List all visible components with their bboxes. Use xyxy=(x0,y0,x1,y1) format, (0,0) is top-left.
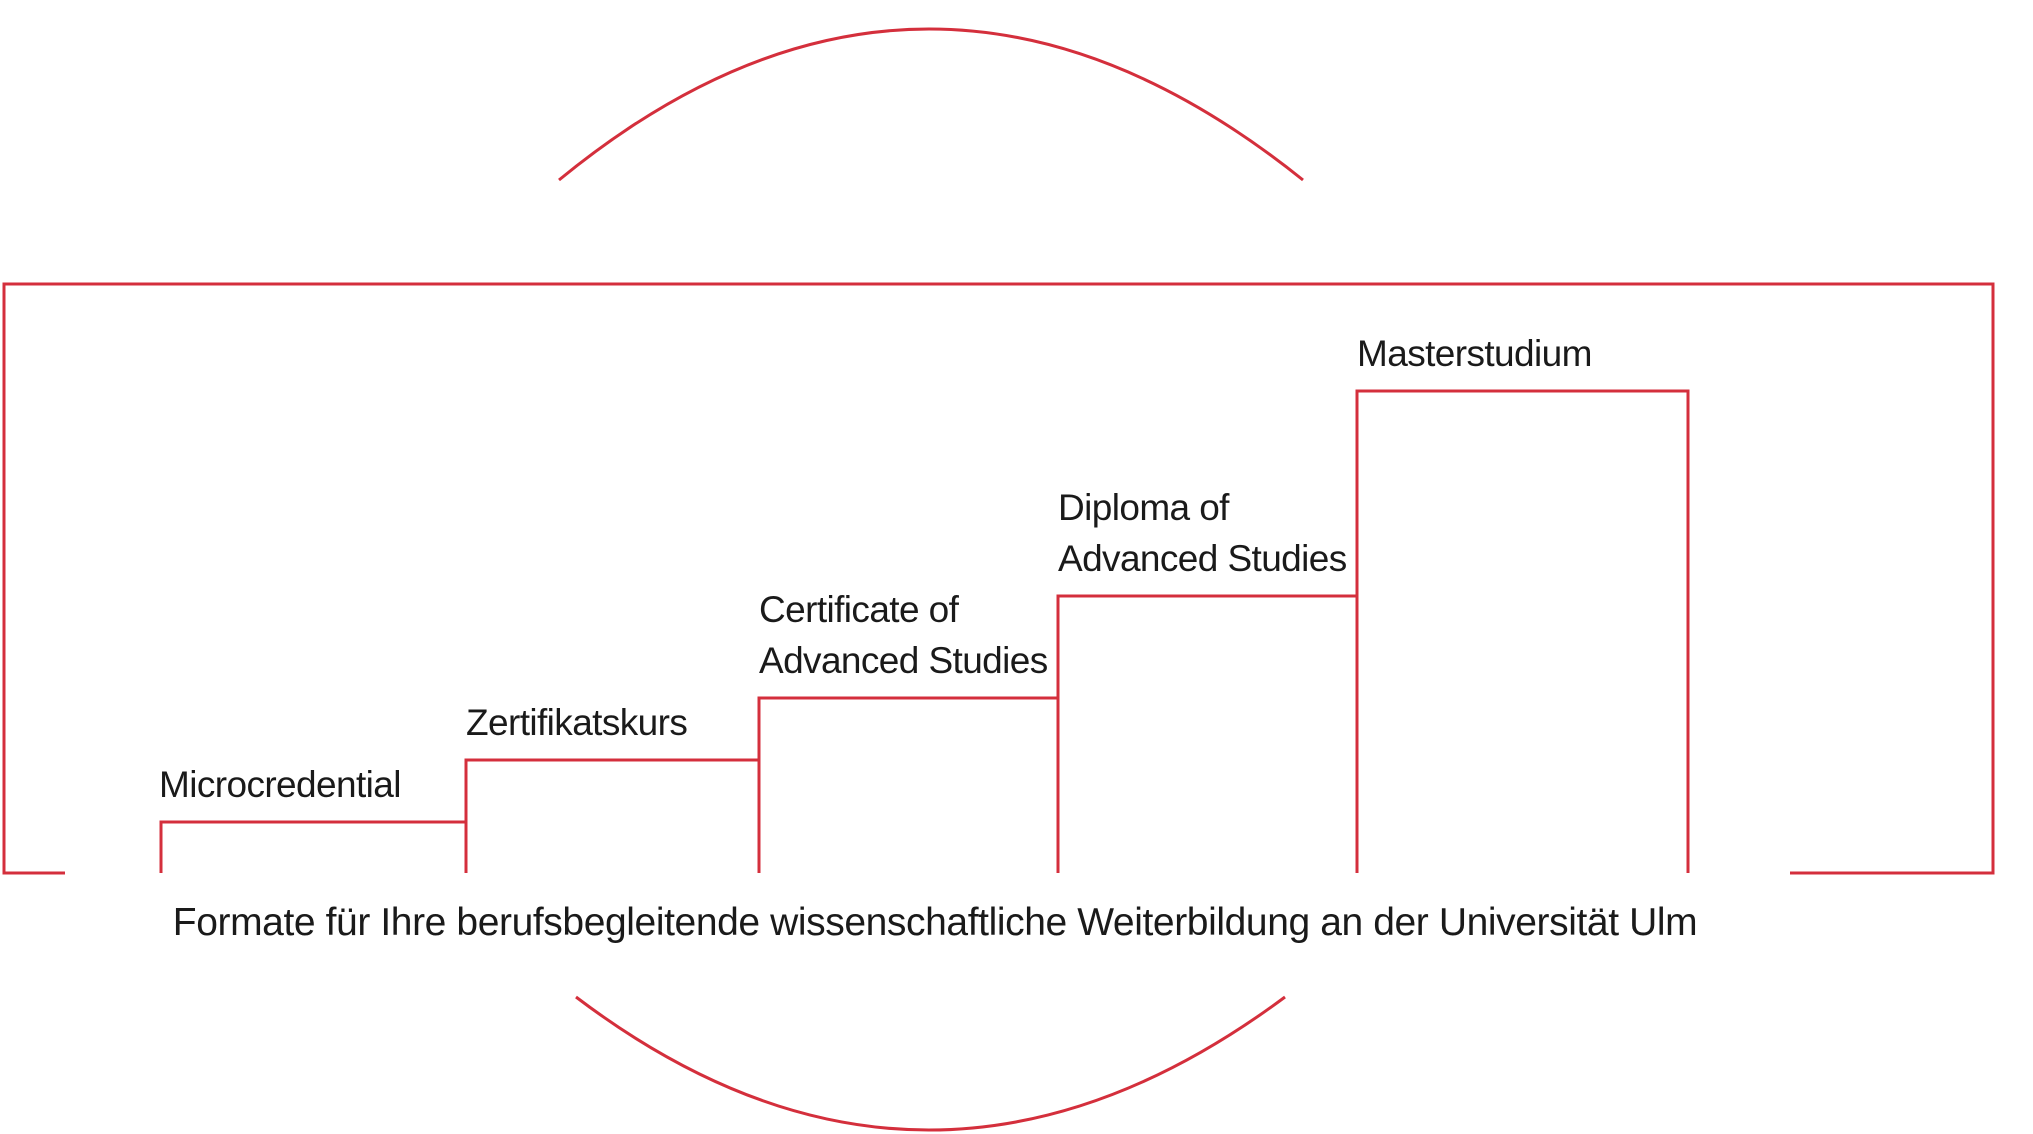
step-diploma xyxy=(1056,594,1359,873)
top-arc xyxy=(558,27,1304,182)
bottom-arc xyxy=(575,995,1286,1132)
step-label-line: Certificate of xyxy=(759,589,959,630)
step-label-diploma: Diploma of Advanced Studies xyxy=(1058,482,1347,584)
step-label-certificate: Certificate of Advanced Studies xyxy=(759,584,1048,686)
step-label-line: Advanced Studies xyxy=(1058,538,1347,579)
step-label-line: Diploma of xyxy=(1058,487,1229,528)
diagram-caption: Formate für Ihre berufsbegleitende wisse… xyxy=(172,901,1698,944)
step-label-line: Microcredential xyxy=(159,764,401,805)
step-label-line: Zertifikatskurs xyxy=(466,702,688,743)
step-microcredential xyxy=(159,820,468,873)
step-zertifikatskurs xyxy=(464,758,761,873)
step-label-microcredential: Microcredential xyxy=(159,759,401,810)
step-label-line: Masterstudium xyxy=(1357,333,1592,374)
step-label-zertifikatskurs: Zertifikatskurs xyxy=(466,697,688,748)
step-label-line: Advanced Studies xyxy=(759,640,1048,681)
frame-left xyxy=(2,282,1995,875)
step-label-master: Masterstudium xyxy=(1357,328,1592,379)
step-certificate xyxy=(757,696,1060,873)
step-master xyxy=(1355,389,1690,873)
